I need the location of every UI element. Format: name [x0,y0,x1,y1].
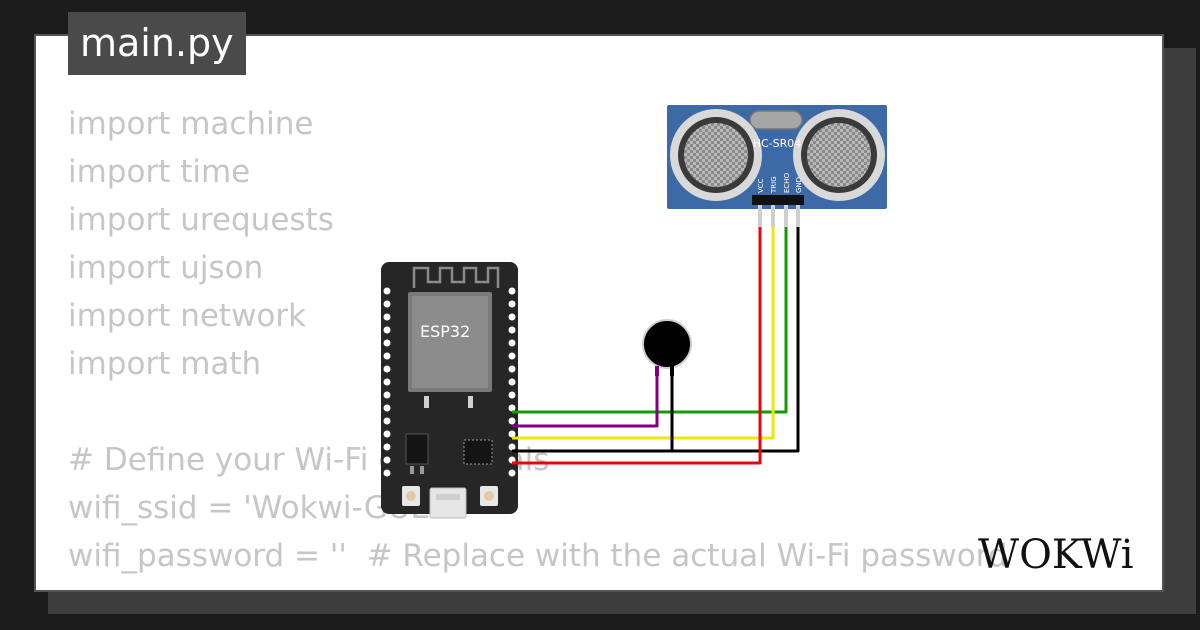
wire-red [512,226,762,465]
chip-label: ESP32 [420,322,470,341]
code-line: import math [68,346,262,382]
code-line: import time [68,154,251,190]
ultrasonic-sensor[interactable]: HC-SR04 VCC TRIG ECHO GND [667,105,887,227]
pin-label-gnd: GND [795,177,803,193]
file-tab[interactable]: main.py [68,12,246,75]
code-line: import machine [68,106,314,142]
wire-black-1 [512,226,800,453]
code-line: import network [68,298,307,334]
wire-green [512,226,788,414]
code-line: import ujson [68,250,264,286]
code-line: wifi_password = '' # Replace with the ac… [68,538,1008,574]
sensor-model-label: HC-SR04 [753,137,802,150]
wokwi-logo-text: WOKWi [978,532,1134,578]
wokwi-logo: WOKWi [978,532,1134,578]
esp32-pins-right[interactable] [508,287,516,477]
wires [512,226,800,465]
vibration-motor[interactable] [642,319,692,376]
code-line: import urequests [68,202,334,238]
esp32-pins-left[interactable] [383,287,391,477]
preview-card [34,34,1164,592]
wire-yellow [512,226,775,440]
esp32-board[interactable]: ESP32 [381,262,518,519]
pin-label-vcc: VCC [757,178,765,193]
code-preview: import machine import time import ureque… [68,100,1008,580]
pin-label-echo: ECHO [783,172,791,193]
wire-purple-1 [512,372,659,428]
pin-label-trig: TRIG [770,176,778,194]
